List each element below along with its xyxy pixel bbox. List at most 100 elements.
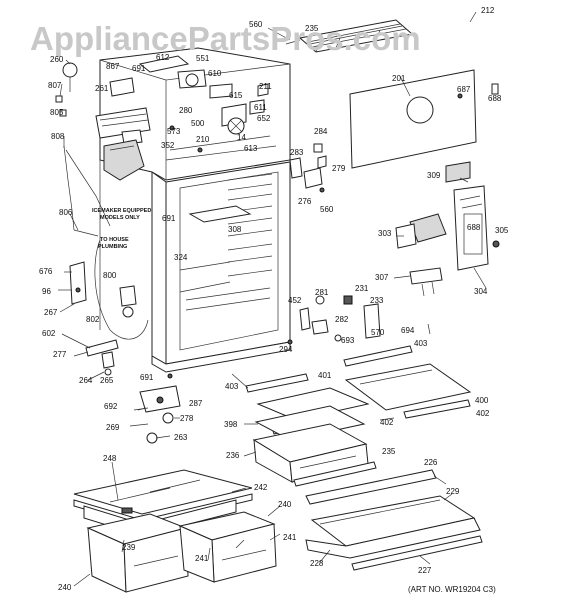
part-label: 235	[382, 447, 396, 456]
part-label: 400	[475, 396, 489, 405]
part-label: 402	[476, 409, 490, 418]
part-label: 269	[106, 423, 120, 432]
icemaker-note-line2: MODELS ONLY	[100, 215, 140, 221]
part-label: 570	[371, 328, 385, 337]
part-label: 402	[380, 418, 394, 427]
part-label: 279	[332, 164, 346, 173]
part-label: 807	[48, 81, 62, 90]
art-number: (ART NO. WR19204 C3)	[408, 585, 496, 594]
part-label: 687	[457, 85, 471, 94]
part-label: 309	[427, 171, 441, 180]
part-label: 294	[279, 345, 293, 354]
part-label: 287	[189, 399, 203, 408]
part-label: 802	[86, 315, 100, 324]
part-labels: 212 560 235 260 867 691 612 551 610 807 …	[39, 6, 509, 592]
part-label: 263	[174, 433, 188, 442]
part-label: 242	[254, 483, 268, 492]
part-label: 240	[58, 583, 72, 592]
part-label: 282	[335, 315, 349, 324]
part-label: 226	[424, 458, 438, 467]
part-label: 691	[132, 64, 146, 73]
part-label: 260	[50, 55, 64, 64]
part-label: 610	[208, 69, 222, 78]
part-label: 808	[51, 132, 65, 141]
control-parts	[289, 143, 327, 193]
part-label: 283	[290, 148, 304, 157]
part-label: 231	[355, 284, 369, 293]
part-label: 229	[446, 487, 460, 496]
part-label: 691	[140, 373, 154, 382]
part-label: 688	[467, 223, 481, 232]
part-label: 277	[53, 350, 67, 359]
part-label: 806	[59, 208, 73, 217]
part-label: 228	[310, 559, 324, 568]
part-label: 96	[42, 287, 51, 296]
part-label: 264	[79, 376, 93, 385]
part-label: 303	[378, 229, 392, 238]
part-label: 352	[161, 141, 175, 150]
part-label: 615	[229, 91, 243, 100]
light-shield	[445, 161, 471, 183]
part-label: 551	[196, 54, 210, 63]
part-label: 241	[283, 533, 297, 542]
part-label: 611	[254, 103, 267, 112]
part-label: 805	[50, 108, 64, 117]
part-label: 227	[418, 566, 432, 575]
bottom-hardware	[85, 339, 173, 379]
freezer-components	[138, 55, 269, 153]
part-label: 235	[305, 24, 319, 33]
part-label: 261	[95, 84, 109, 93]
part-label: 241	[195, 554, 209, 563]
part-label: 612	[156, 53, 170, 62]
part-label: 201	[392, 74, 406, 83]
leader-lines	[58, 11, 487, 587]
part-label: 324	[174, 253, 188, 262]
part-label: 560	[320, 205, 334, 214]
part-label: 307	[375, 273, 389, 282]
part-label: 602	[42, 329, 56, 338]
water-valve-area	[69, 239, 149, 340]
icemaker-assembly	[55, 62, 151, 237]
part-label: 573	[167, 127, 181, 136]
part-label: 676	[39, 267, 53, 276]
freezer-wire-shelf	[285, 19, 414, 53]
part-label: 691	[162, 214, 176, 223]
part-label: 403	[414, 339, 428, 348]
crisper-cover	[305, 469, 483, 571]
plumbing-note-line1: TO HOUSE	[100, 237, 129, 243]
part-label: 452	[288, 296, 302, 305]
part-label: 305	[495, 226, 509, 235]
part-label: 867	[106, 62, 120, 71]
part-label: 800	[103, 271, 117, 280]
part-label: 265	[100, 376, 114, 385]
part-label: 500	[191, 119, 205, 128]
part-label: 694	[401, 326, 415, 335]
part-label: 304	[474, 287, 488, 296]
part-label: 403	[225, 382, 239, 391]
part-label: 212	[481, 6, 495, 15]
part-label: 692	[104, 402, 118, 411]
part-label: 560	[249, 20, 263, 29]
part-label: 613	[244, 144, 258, 153]
part-label: 280	[179, 106, 193, 115]
hinge-parts	[287, 295, 431, 345]
part-label: 236	[226, 451, 240, 460]
part-label: 276	[298, 197, 312, 206]
part-label: 398	[224, 420, 238, 429]
part-label: 281	[315, 288, 329, 297]
part-label: 210	[196, 135, 210, 144]
icemaker-note-line1: ICEMAKER EQUIPPED	[92, 208, 151, 214]
part-label: 267	[44, 308, 58, 317]
part-label: 239	[122, 543, 136, 552]
part-label: 248	[103, 454, 117, 463]
part-label: 284	[314, 127, 328, 136]
fresh-food-shelves	[245, 345, 472, 487]
freezer-back-panel	[349, 69, 499, 169]
part-label: 233	[370, 296, 384, 305]
part-label: 308	[228, 225, 242, 234]
part-label: 652	[257, 114, 271, 123]
part-label: 14	[237, 133, 246, 142]
part-label: 278	[180, 414, 194, 423]
part-label: 693	[341, 336, 355, 345]
